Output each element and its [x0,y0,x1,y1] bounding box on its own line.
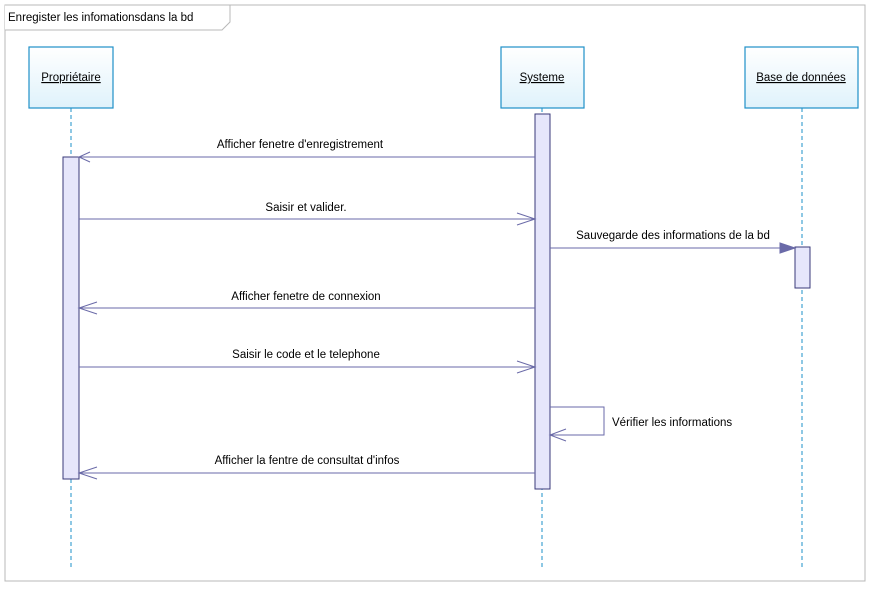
message-sauvegarde-informations: Sauvegarde des informations de la bd [550,230,797,254]
activation-bar-systeme [534,113,551,490]
actor-name-base: Base de données [756,72,846,84]
message-saisir-code-telephone: Saisir le code et le telephone [79,349,537,374]
actor-name-systeme: Systeme [520,72,565,84]
message-label: Afficher la fentre de consultat d'infos [215,455,400,467]
message-label: Afficher fenetre d'enregistrement [217,139,384,151]
activation-bar-proprietaire [62,156,80,480]
actor-name-proprietaire: Propriétaire [41,72,100,84]
frame-title: Enregister les infomationsdans la bd [8,12,193,24]
diagram-frame: Enregister les infomationsdans la bd [4,4,866,582]
message-afficher-fenetre-enregistrement: Afficher fenetre d'enregistrement [77,139,535,163]
activation-bar-base [794,246,811,289]
message-label: Saisir le code et le telephone [232,349,380,361]
message-label: Saisir et valider. [265,202,346,214]
lifeline-systeme: Systeme [500,46,585,568]
message-label: Vérifier les informations [612,417,732,429]
actor-box-proprietaire[interactable] [28,46,114,109]
message-afficher-fenetre-connexion: Afficher fenetre de connexion [77,291,535,315]
message-verifier-informations: Vérifier les informations [548,406,732,442]
message-saisir-et-valider: Saisir et valider. [79,202,537,226]
actor-box-base[interactable] [744,46,859,109]
message-label: Sauvegarde des informations de la bd [576,230,770,242]
message-label: Afficher fenetre de connexion [231,291,380,303]
lifeline-proprietaire: Propriétaire [28,46,114,568]
message-afficher-fentre-consultat: Afficher la fentre de consultat d'infos [77,455,535,480]
actor-box-systeme[interactable] [500,46,585,109]
lifeline-base: Base de données [744,46,859,568]
